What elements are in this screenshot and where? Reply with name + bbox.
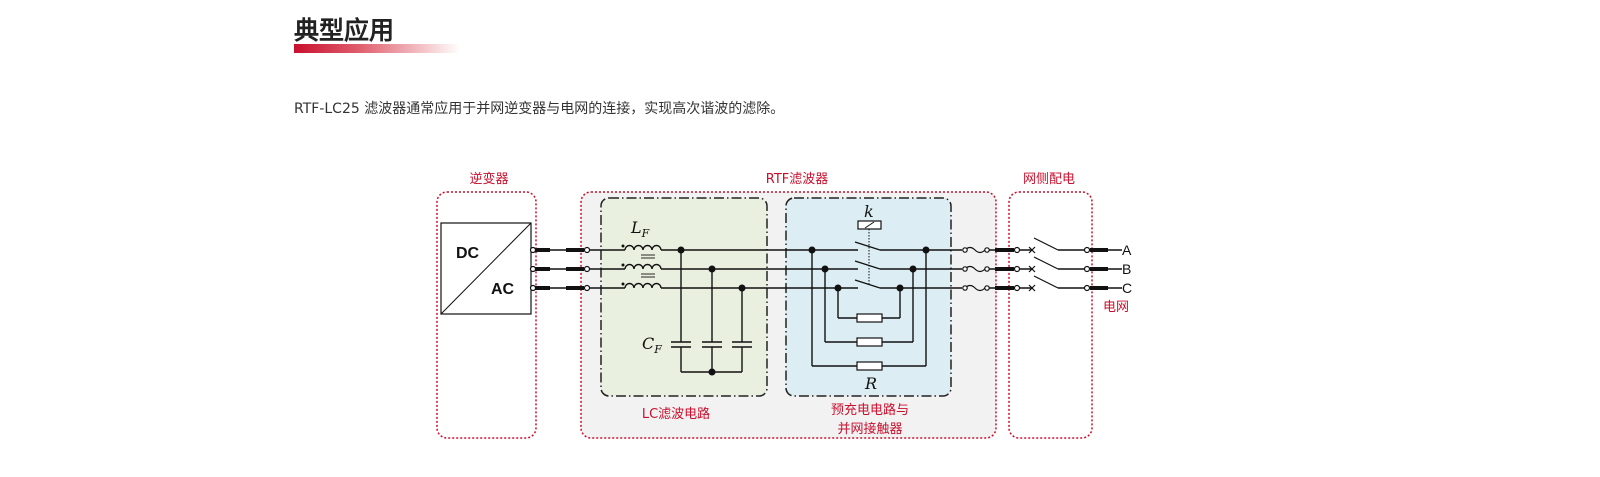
terminal-circles [529, 246, 1091, 292]
capacitor-bank [671, 250, 752, 373]
contactor-coil [857, 220, 882, 230]
grid-side-block-frame [1008, 191, 1093, 439]
precharge-label-line2: 并网接触器 [837, 421, 902, 437]
phase-c-label: C [1122, 280, 1132, 296]
inductor-polarity-dots [621, 244, 625, 286]
grid-label: 电网 [1103, 300, 1129, 315]
contactor-symbol: k [864, 202, 874, 221]
title-underline-bar [294, 44, 460, 53]
phase-b-label: B [1122, 261, 1131, 277]
contactor-switches [854, 229, 881, 289]
inductor-symbol: LF [630, 218, 650, 240]
precharge-subblock [785, 197, 952, 397]
grid-side-label: 网侧配电 [1023, 172, 1075, 187]
phase-a-label: A [1122, 242, 1132, 258]
dc-label: DC [456, 245, 480, 262]
section-title: 典型应用 [294, 16, 395, 45]
lc-filter-label: LC滤波电路 [642, 406, 710, 422]
rtf-filter-label: RTF滤波器 [766, 172, 829, 187]
grid-breakers [1028, 237, 1059, 292]
cable-connectors [535, 248, 1108, 290]
resistors [856, 313, 883, 371]
inverter-box: DC AC [440, 222, 532, 315]
precharge-label-line1: 预充电电路与 [831, 402, 909, 418]
inductor-coils [624, 244, 662, 289]
fuses [962, 246, 990, 292]
ac-label: AC [491, 281, 515, 298]
capacitor-symbol: CF [642, 334, 662, 356]
inverter-label: 逆变器 [469, 171, 508, 187]
intro-text: RTF-LC25 滤波器通常应用于并网逆变器与电网的连接，实现高次谐波的滤除。 [294, 101, 785, 117]
resistor-symbol: R [864, 374, 877, 393]
precharge-resistor-network [811, 250, 927, 367]
